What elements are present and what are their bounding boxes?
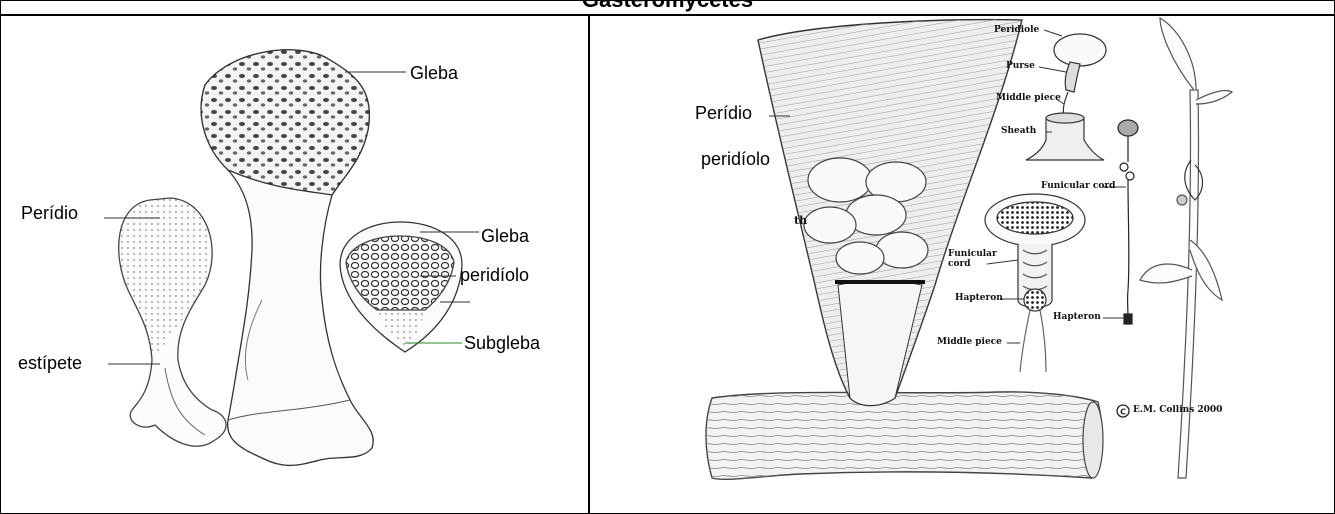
- log-drawing: [706, 392, 1103, 479]
- small-label-th-fragment: th: [794, 214, 807, 227]
- small-label-sheath: Sheath: [1001, 126, 1036, 136]
- small-label-purse: Purse: [1006, 61, 1035, 71]
- small-label-middle-piece-top: Middle piece: [996, 93, 1061, 103]
- svg-text:C: C: [1120, 408, 1126, 417]
- small-label-funicular-cord-right: Funicular cord: [1041, 181, 1115, 191]
- small-label-credit: E.M. Collins 2000: [1133, 405, 1222, 415]
- label-peridiolo-right: peridíolo: [701, 149, 770, 170]
- label-peridio-right: Perídio: [695, 103, 752, 124]
- small-label-hapteron-left: Hapteron: [955, 293, 1003, 303]
- funicular-cord-drawing: [1118, 120, 1138, 324]
- small-label-hapteron-right: Hapteron: [1053, 312, 1101, 322]
- splash-cup-drawing: [758, 20, 1022, 406]
- small-label-middle-piece-bottom: Middle piece: [937, 337, 1002, 347]
- small-label-peridiole: Peridiole: [994, 25, 1039, 35]
- small-label-funicular-left-2: cord: [948, 259, 971, 269]
- small-label-funicular-left-1: Funicular: [948, 249, 997, 259]
- copyright-icon: C: [1117, 405, 1129, 417]
